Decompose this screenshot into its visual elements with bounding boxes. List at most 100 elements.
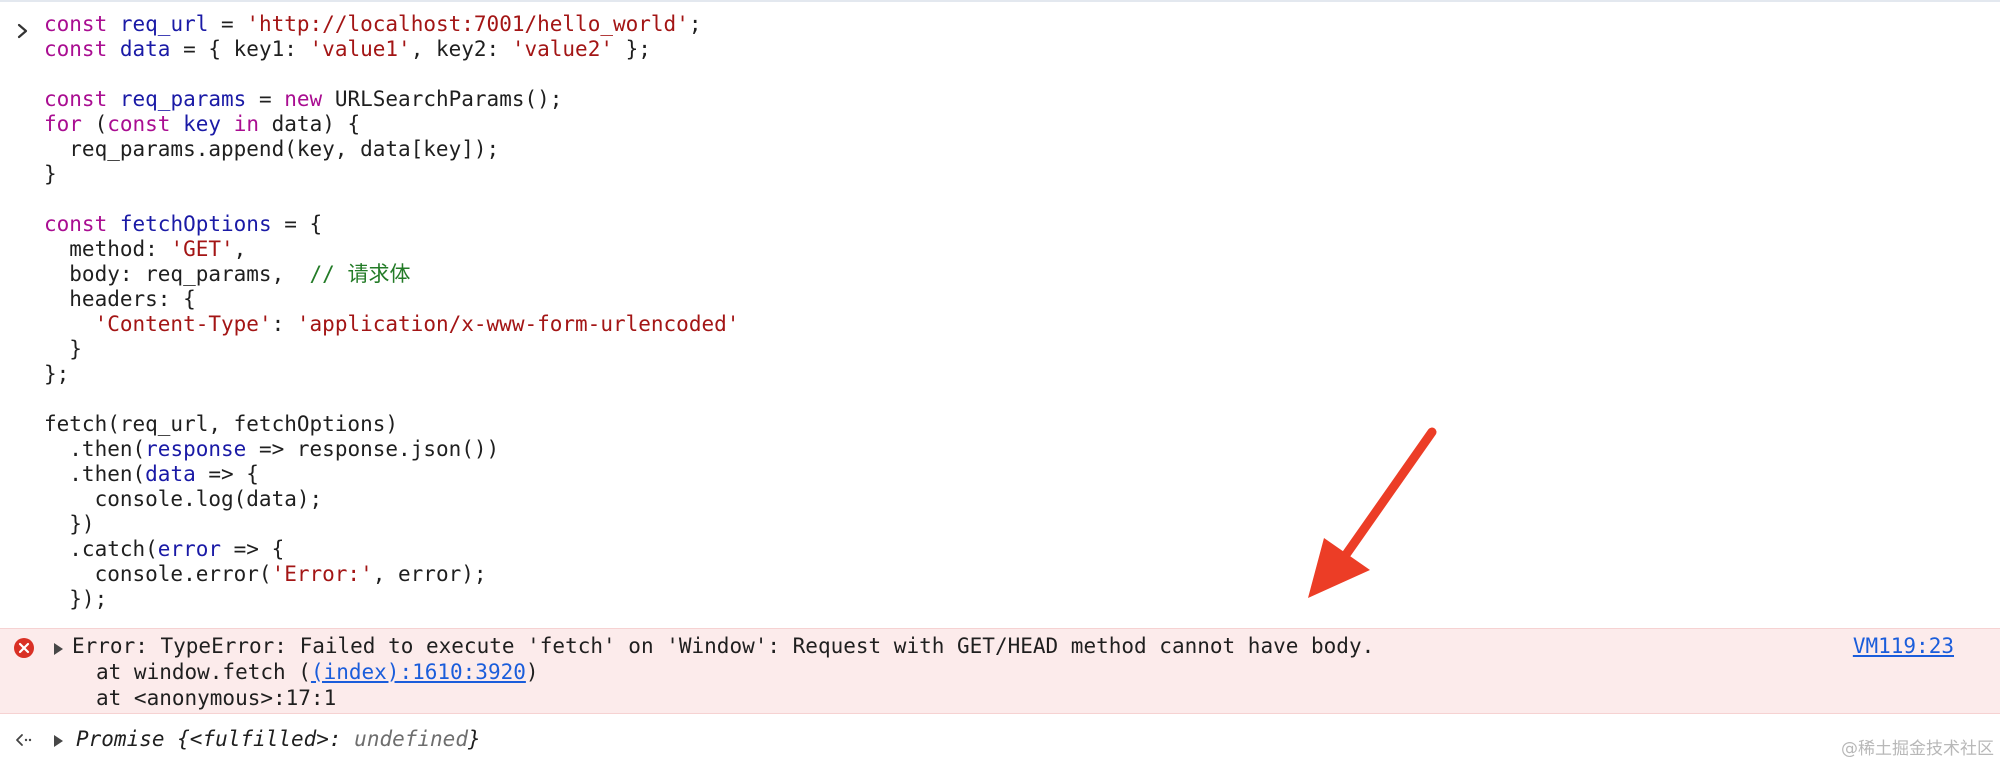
- return-value-icon: [16, 734, 32, 746]
- source-location-link[interactable]: VM119:23: [1852, 634, 1954, 658]
- code-token: data: [119, 37, 171, 61]
- code-token: fetchOptions: [119, 212, 272, 236]
- code-line: [44, 187, 739, 212]
- chevron-right-icon: [17, 23, 28, 39]
- code-token: [221, 112, 234, 136]
- code-token: 'Error:': [271, 562, 373, 586]
- code-token: const: [44, 212, 108, 236]
- code-token: [107, 212, 120, 236]
- code-line: headers: {: [44, 287, 739, 312]
- code-token: response: [145, 437, 247, 461]
- code-token: console.log(data);: [44, 487, 323, 511]
- code-token: =: [246, 87, 285, 111]
- code-token: => {: [221, 537, 285, 561]
- expand-triangle-icon[interactable]: [52, 733, 64, 749]
- code-token: , error);: [372, 562, 487, 586]
- code-token: = {: [271, 212, 323, 236]
- error-icon: [14, 638, 34, 658]
- promise-separator: :: [328, 727, 355, 751]
- code-token: [107, 37, 120, 61]
- code-line: }): [44, 512, 739, 537]
- stack-frame-2: at <anonymous>:17:1: [96, 686, 337, 710]
- code-line: const req_params = new URLSearchParams()…: [44, 87, 739, 112]
- promise-prefix: Promise {: [76, 727, 190, 751]
- code-token: [107, 87, 120, 111]
- code-token: data: [145, 462, 196, 486]
- code-token: const: [44, 12, 108, 36]
- code-line: 'Content-Type': 'application/x-www-form-…: [44, 312, 740, 337]
- code-token: req_url: [119, 12, 209, 36]
- code-token: => response.json()): [246, 437, 500, 461]
- code-token: for: [44, 112, 82, 136]
- code-line: req_params.append(key, data[key]);: [44, 137, 739, 162]
- code-token: [170, 112, 183, 136]
- code-token: method:: [44, 237, 171, 261]
- code-token: 'Content-Type': [94, 312, 272, 336]
- code-line: console.log(data);: [44, 487, 739, 512]
- code-token: }: [44, 337, 82, 361]
- console-result-entry[interactable]: Promise {<fulfilled>: undefined}: [0, 722, 2000, 762]
- code-line: fetch(req_url, fetchOptions): [44, 412, 739, 437]
- code-line: }: [44, 337, 739, 362]
- code-token: => {: [195, 462, 259, 486]
- code-line: const fetchOptions = {: [44, 212, 739, 237]
- code-token: 'http://localhost:7001/hello_world': [246, 12, 689, 36]
- code-token: :: [271, 312, 297, 336]
- code-token: =: [208, 12, 247, 36]
- stack-frame-1-link[interactable]: (index):1610:3920: [310, 660, 526, 684]
- code-token: data) {: [259, 112, 361, 136]
- code-token: req_params: [119, 87, 247, 111]
- watermark: @稀土掘金技术社区: [1841, 739, 1994, 759]
- code-token: [44, 312, 95, 336]
- code-token: body: req_params,: [44, 262, 310, 286]
- code-token: headers: {: [44, 287, 196, 311]
- promise-result: Promise {<fulfilled>: undefined}: [76, 726, 481, 752]
- code-token: fetch(req_url, fetchOptions): [44, 412, 399, 436]
- code-token: .then(: [44, 437, 146, 461]
- stack-frame-1-prefix: at window.fetch (: [96, 660, 311, 684]
- code-line: .then(response => response.json()): [44, 437, 739, 462]
- code-token: new: [284, 87, 323, 111]
- code-token: ,: [233, 237, 247, 261]
- code-token: error: [157, 537, 222, 561]
- code-token: }): [44, 512, 95, 536]
- code-token: 'value1': [309, 37, 411, 61]
- promise-state: <fulfilled>: [189, 727, 329, 751]
- code-token: 'value2': [511, 37, 613, 61]
- code-token: };: [44, 362, 70, 386]
- code-block: const req_url = 'http://localhost:7001/h…: [44, 12, 739, 612]
- code-token: .catch(: [44, 537, 158, 561]
- code-line: const data = { key1: 'value1', key2: 'va…: [44, 37, 739, 62]
- code-line: body: req_params, // 请求体: [44, 262, 739, 287]
- code-token: .then(: [44, 462, 146, 486]
- code-token: 'GET': [170, 237, 234, 261]
- error-message: Error: TypeError: Failed to execute 'fet…: [72, 634, 1375, 658]
- code-line: const req_url = 'http://localhost:7001/h…: [44, 12, 739, 37]
- code-line: for (const key in data) {: [44, 112, 739, 137]
- code-token: req_params.append(key, data[key]);: [44, 137, 500, 161]
- promise-suffix: }: [467, 727, 481, 751]
- code-line: [44, 62, 739, 87]
- code-token: const: [44, 37, 108, 61]
- code-token: key: [183, 112, 222, 136]
- code-line: method: 'GET',: [44, 237, 739, 262]
- stack-frame-1: at window.fetch ((index):1610:3920): [96, 659, 539, 685]
- code-line: });: [44, 587, 739, 612]
- code-token: (: [81, 112, 108, 136]
- code-line: console.error('Error:', error);: [44, 562, 739, 587]
- console-error-entry[interactable]: Error: TypeError: Failed to execute 'fet…: [0, 628, 2000, 714]
- expand-triangle-icon[interactable]: [52, 641, 64, 657]
- code-line: };: [44, 362, 739, 387]
- code-token: // 请求体: [309, 262, 411, 286]
- code-token: };: [613, 37, 651, 61]
- code-token: , key2:: [410, 37, 512, 61]
- code-token: const: [44, 87, 108, 111]
- code-token: [107, 12, 120, 36]
- code-line: }: [44, 162, 739, 187]
- red-arrow-annotation: [1308, 427, 1437, 598]
- code-line: .catch(error => {: [44, 537, 739, 562]
- code-token: = { key1:: [170, 37, 310, 61]
- code-token: URLSearchParams();: [322, 87, 563, 111]
- code-token: 'application/x-www-form-urlencoded': [296, 312, 740, 336]
- console-input-entry[interactable]: const req_url = 'http://localhost:7001/h…: [0, 6, 2000, 624]
